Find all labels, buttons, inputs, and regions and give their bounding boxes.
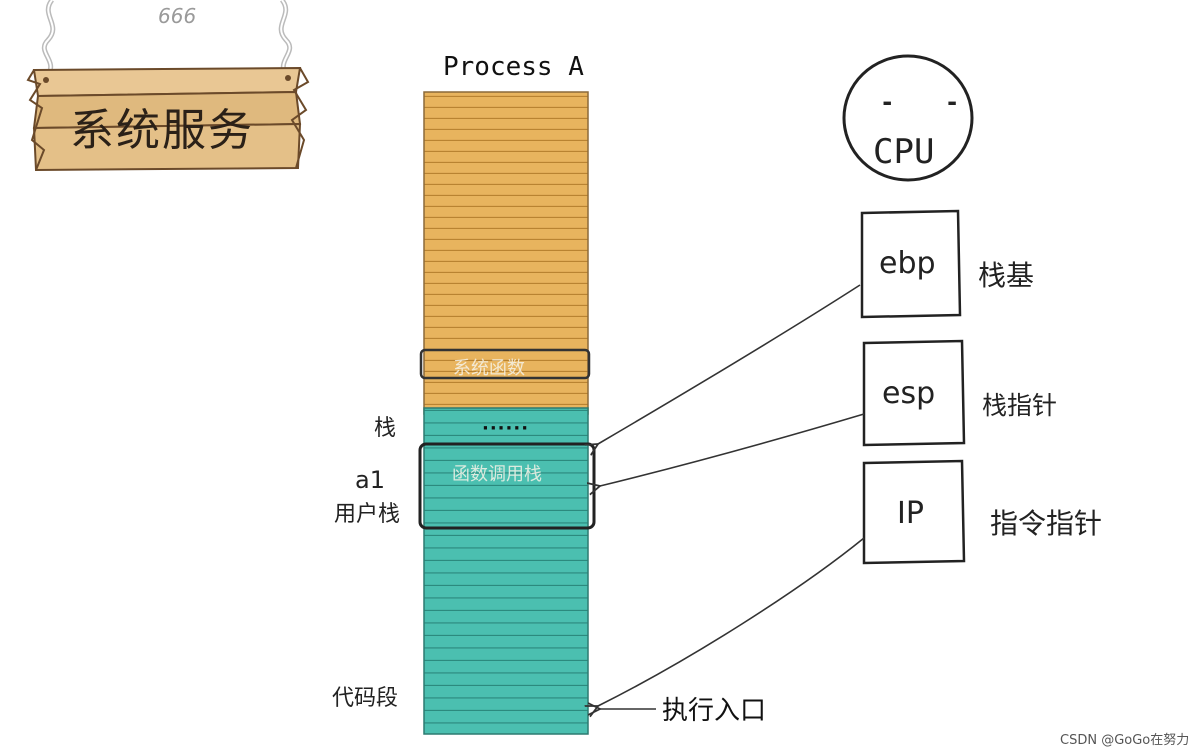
process-title: Process A (443, 52, 584, 82)
service-sign (26, 0, 310, 172)
sign-counter: 666 (158, 4, 197, 28)
sign-title: 系统服务 (70, 105, 254, 156)
register-esp: esp (882, 376, 936, 411)
user-stack-label: 用户栈 (334, 502, 401, 527)
esp-arrow (600, 413, 865, 486)
system-function-box (419, 348, 591, 380)
system-function-label: 系统函数 (453, 358, 525, 379)
memory-diagram (418, 91, 596, 735)
cpu-circle (842, 54, 974, 182)
register-ip-desc: 指令指针 (990, 507, 1103, 540)
cpu-face: - - (880, 88, 978, 116)
cpu-label: CPU (873, 132, 935, 172)
register-ip: IP (897, 496, 924, 531)
stack-label: 栈 (374, 416, 397, 441)
entry-label: 执行入口 (662, 696, 767, 726)
ebp-arrow (598, 284, 861, 444)
register-ebp-desc: 栈基 (978, 259, 1035, 292)
a1-label: a1 (355, 466, 385, 494)
ellipsis: ······ (482, 418, 530, 439)
register-ebp: ebp (879, 246, 936, 281)
register-esp-desc: 栈指针 (982, 391, 1058, 420)
stack-region (423, 407, 589, 735)
code-segment-label: 代码段 (332, 686, 399, 711)
watermark: CSDN @GoGo在努力 (1060, 733, 1190, 748)
ip-arrow (598, 537, 865, 706)
register-boxes (860, 209, 966, 565)
call-stack-label: 函数调用栈 (452, 464, 542, 485)
